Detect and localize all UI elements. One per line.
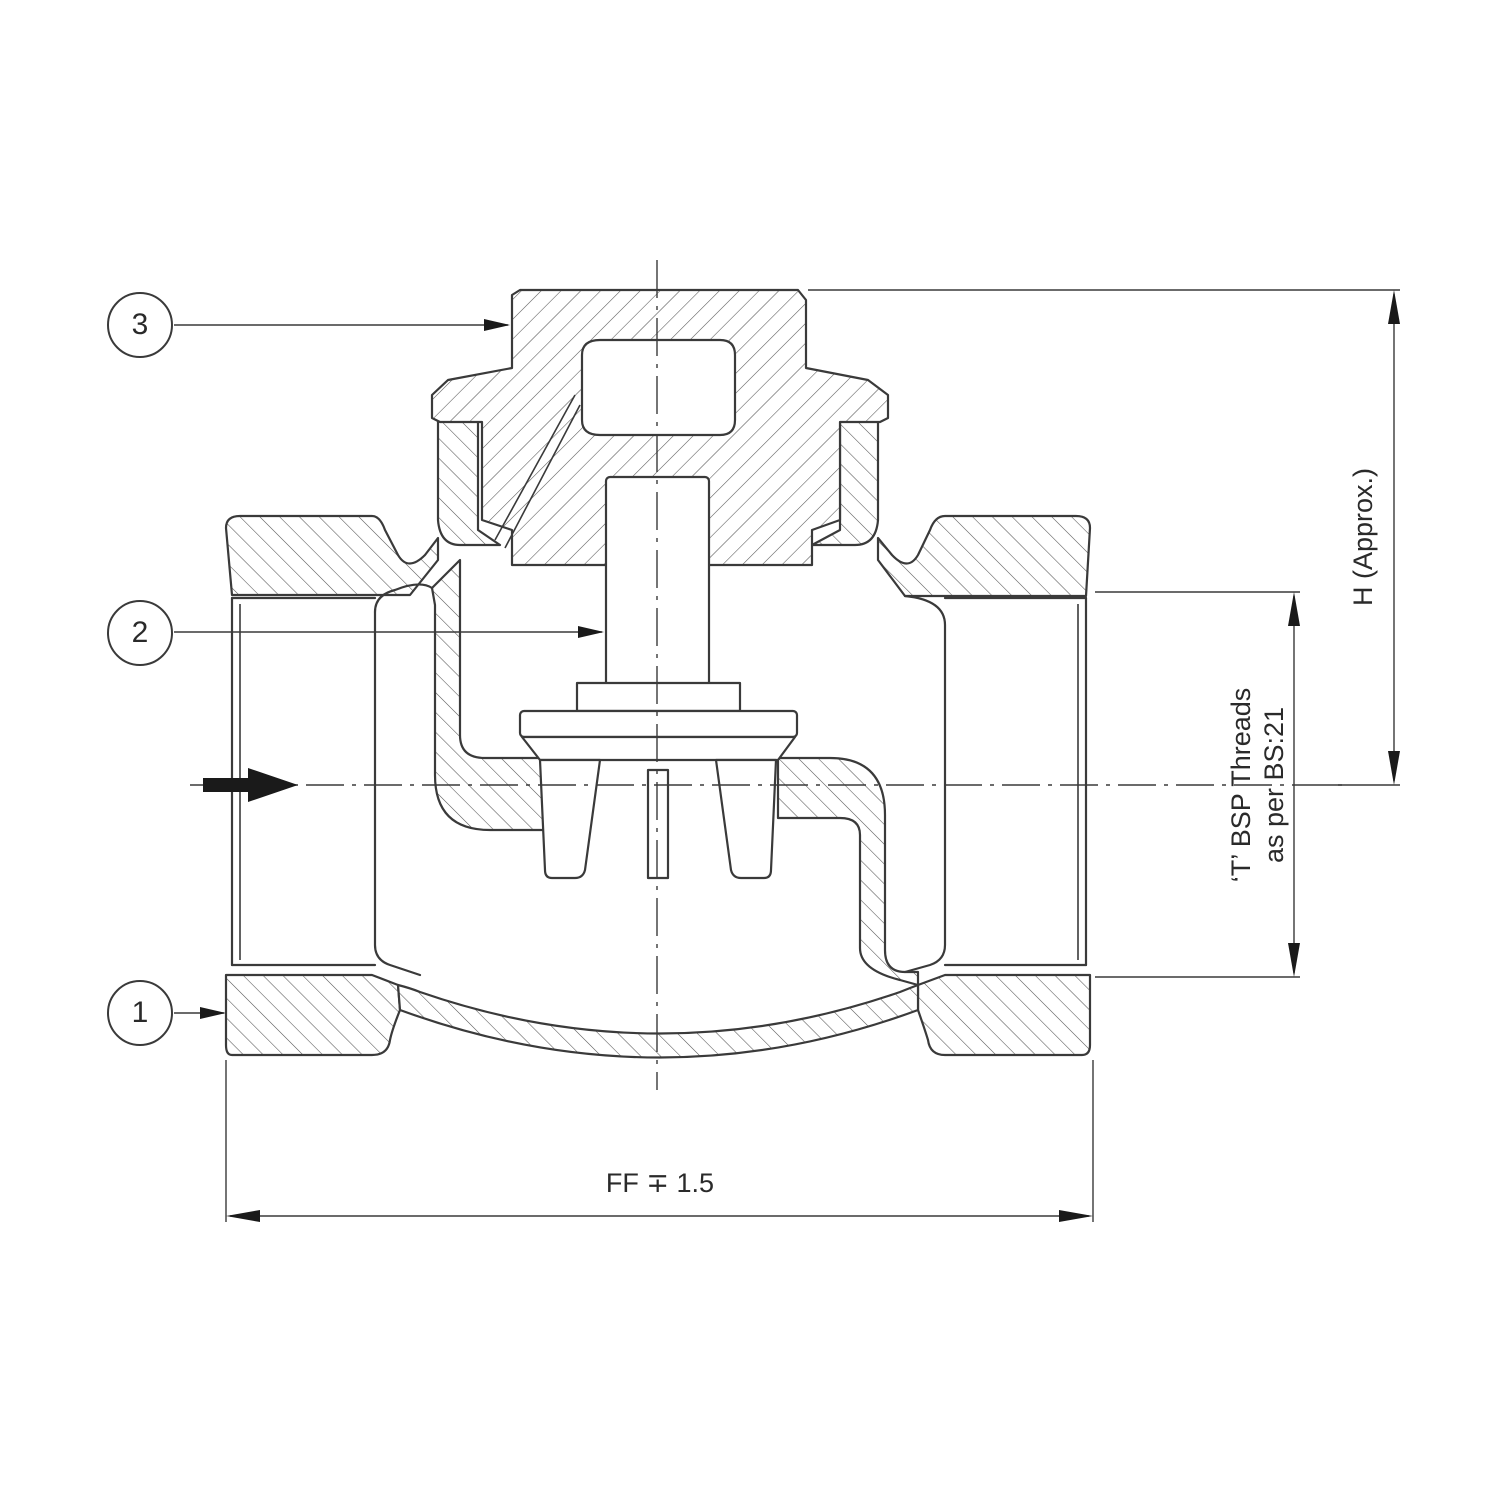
- disc-and-stem: [518, 475, 799, 880]
- threads-dimension-label: ‘T’ BSP Threads as per BS:21: [1225, 655, 1295, 915]
- valve-body: [224, 418, 1092, 1059]
- face-to-face-dimension-label: FF ∓ 1.5: [605, 1168, 715, 1198]
- bonnet-cap: [430, 288, 890, 567]
- height-dimension-label: H (Approx.): [1348, 467, 1378, 607]
- threads-label-line1: ‘T’ BSP Threads: [1226, 687, 1256, 883]
- callout-3-label: 3: [131, 308, 149, 341]
- callout-2: 2: [107, 600, 173, 666]
- dimension-lines: [225, 289, 1400, 1222]
- center-lines: [190, 260, 1345, 1090]
- callout-1-label: 1: [131, 996, 149, 1029]
- callout-2-label: 2: [131, 616, 149, 649]
- callout-3: 3: [107, 292, 173, 358]
- callout-leaders: [174, 319, 604, 1019]
- callout-1: 1: [107, 980, 173, 1046]
- flow-direction-arrow: [203, 768, 298, 802]
- threads-label-line2: as per BS:21: [1259, 706, 1289, 864]
